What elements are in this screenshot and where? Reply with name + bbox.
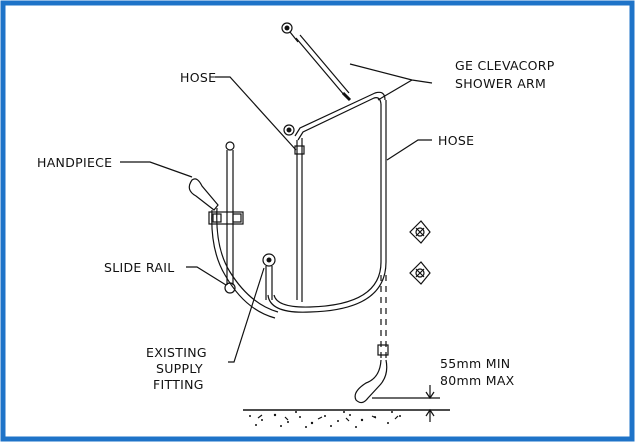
hose-dashed <box>377 275 389 360</box>
label-handpiece: HANDPIECE <box>37 155 112 170</box>
floor <box>243 409 450 428</box>
tap-head-lower <box>409 261 431 285</box>
dimension-marker <box>372 385 440 422</box>
label-slide-rail: SLIDE RAIL <box>104 260 174 275</box>
label-shower-arm-2: SHOWER ARM <box>455 76 546 91</box>
label-supply-3: FITTING <box>153 377 204 392</box>
label-dim-max: 80mm MAX <box>440 373 515 388</box>
handpiece-holder <box>208 211 244 225</box>
label-hose-right: HOSE <box>438 133 474 148</box>
label-hose-left: HOSE <box>180 70 216 85</box>
supply-fitting <box>262 253 276 300</box>
label-supply-1: EXISTING <box>146 345 207 360</box>
shower-arm-mount <box>281 22 299 43</box>
shower-arm <box>295 34 352 102</box>
leader-lines <box>120 63 433 363</box>
label-supply-2: SUPPLY <box>156 361 203 376</box>
hose-wall-connector <box>283 124 295 136</box>
label-dim-min: 55mm MIN <box>440 356 510 371</box>
handpiece-lowered <box>354 359 388 404</box>
label-shower-arm-1: GE CLEVACORP <box>455 58 555 73</box>
handpiece <box>188 178 279 319</box>
tap-head-upper <box>409 220 431 244</box>
hose-loop <box>267 91 387 313</box>
